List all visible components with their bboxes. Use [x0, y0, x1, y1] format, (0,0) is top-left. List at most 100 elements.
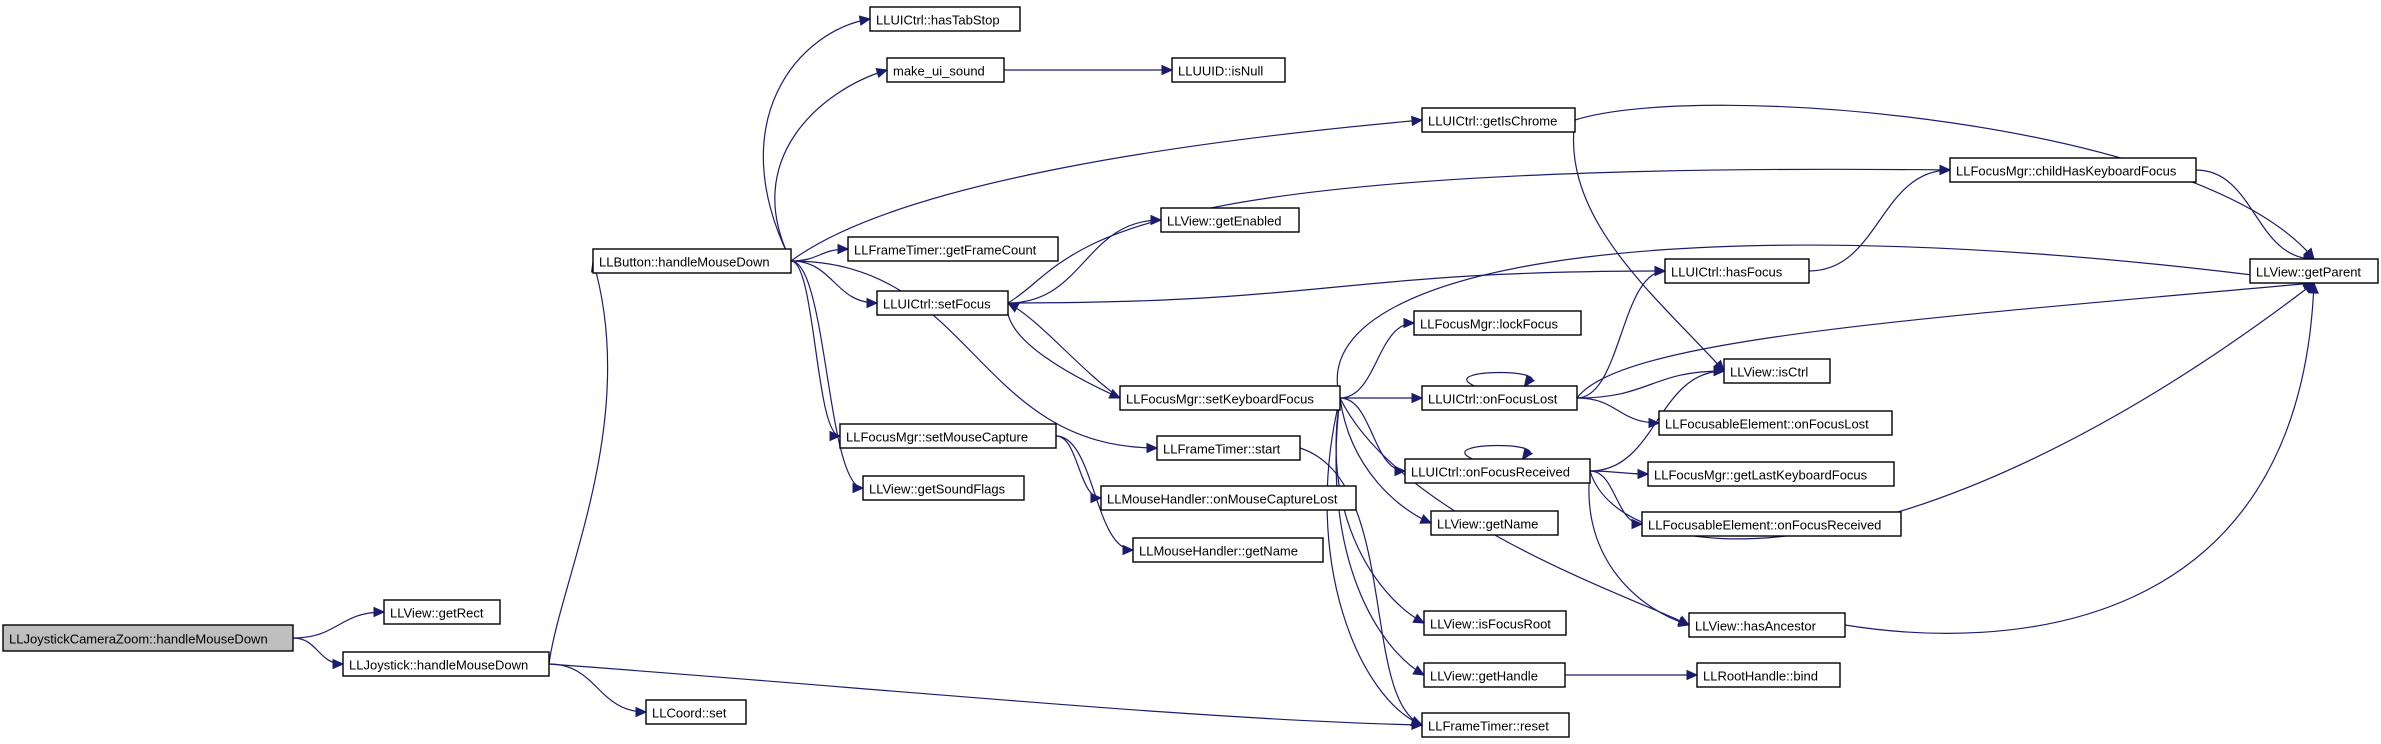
- node-label: LLView::hasAncestor: [1695, 619, 1817, 634]
- node-box: [383, 599, 501, 625]
- call-edge-buttonHMD-to-getFrameCount: [790, 243, 850, 262]
- node-getLastKF[interactable]: LLFocusMgr::getLastKeyboardFocus: [1647, 461, 1895, 487]
- node-lockFocus[interactable]: LLFocusMgr::lockFocus: [1413, 310, 1582, 336]
- call-edge-root-to-getRect: [292, 606, 386, 639]
- call-edge-onFocusLost-to-isCtrl: [1576, 365, 1726, 399]
- node-hasAncestor[interactable]: LLView::hasAncestor: [1688, 612, 1846, 638]
- node-root[interactable]: LLJoystickCameraZoom::handleMouseDown: [2, 624, 294, 652]
- edge-line: [1299, 447, 1423, 726]
- edge-line: [1576, 282, 2315, 399]
- node-onMouseCaptureLost[interactable]: LLMouseHandler::onMouseCaptureLost: [1100, 485, 1357, 511]
- node-hasFocus[interactable]: LLUICtrl::hasFocus: [1664, 258, 1810, 284]
- arrowhead: [1411, 392, 1424, 404]
- node-box: [1413, 310, 1582, 336]
- node-feOnFocusReceived[interactable]: LLFocusableElement::onFocusReceived: [1641, 511, 1902, 537]
- node-box: [876, 290, 1009, 316]
- arrowhead: [1412, 613, 1426, 624]
- node-label: LLFocusMgr::childHasKeyboardFocus: [1956, 164, 2177, 179]
- node-box: [1430, 510, 1559, 536]
- node-label: LLUICtrl::onFocusLost: [1428, 392, 1558, 407]
- node-box: [1132, 537, 1324, 563]
- node-box: [342, 651, 550, 677]
- node-hasTabStop[interactable]: LLUICtrl::hasTabStop: [869, 6, 1021, 32]
- node-label: LLFocusMgr::setMouseCapture: [846, 430, 1028, 445]
- edge-line: [1339, 397, 1432, 524]
- edge-line: [790, 260, 878, 304]
- edge-line: [548, 663, 1423, 726]
- call-edge-setMouseCapture-to-mhGetName: [1055, 435, 1135, 556]
- arrowhead: [1713, 365, 1726, 377]
- call-edge-hasFocus-to-childHasKF: [1808, 164, 1952, 272]
- node-getRect[interactable]: LLView::getRect: [383, 599, 501, 625]
- call-edge-onFocusLost-to-hasFocus: [1576, 265, 1667, 399]
- node-timerReset[interactable]: LLFrameTimer::reset: [1421, 712, 1570, 738]
- node-isCtrl[interactable]: LLView::isCtrl: [1723, 358, 1831, 384]
- call-edge-onFocusReceived-to-feOnFocusReceived: [1589, 470, 1644, 530]
- node-joystickHMD[interactable]: LLJoystick::handleMouseDown: [342, 651, 550, 677]
- node-onFocusReceived[interactable]: LLUICtrl::onFocusReceived: [1404, 458, 1591, 484]
- node-setMouseCapture[interactable]: LLFocusMgr::setMouseCapture: [839, 423, 1057, 449]
- node-label: LLUICtrl::setFocus: [883, 297, 991, 312]
- node-buttonHMD[interactable]: LLButton::handleMouseDown: [592, 248, 792, 274]
- node-getIsChrome[interactable]: LLUICtrl::getIsChrome: [1421, 107, 1576, 133]
- node-box: [645, 699, 747, 725]
- node-box: [886, 57, 1005, 83]
- node-label: LLButton::handleMouseDown: [599, 255, 770, 270]
- node-label: LLCoord::set: [652, 706, 727, 721]
- call-edge-childHasKF-to-getParent: [2195, 169, 2316, 265]
- arrowhead: [2308, 281, 2319, 294]
- node-box: [1160, 207, 1300, 233]
- edge-line: [774, 69, 888, 262]
- call-edge-buttonHMD-to-hasTabStop: [762, 15, 872, 262]
- call-edge-buttonHMD-to-setMouseCapture: [790, 260, 842, 442]
- node-getEnabled[interactable]: LLView::getEnabled: [1160, 207, 1300, 233]
- node-box: [1641, 511, 1902, 537]
- node-isFocusRoot[interactable]: LLView::isFocusRoot: [1423, 610, 1567, 636]
- arrowhead: [635, 706, 648, 718]
- node-getName[interactable]: LLView::getName: [1430, 510, 1559, 536]
- node-label: LLView::getName: [1437, 517, 1538, 532]
- node-box: [1119, 385, 1341, 411]
- arrowhead: [1419, 514, 1433, 524]
- node-mhGetName[interactable]: LLMouseHandler::getName: [1132, 537, 1324, 563]
- node-getParent[interactable]: LLView::getParent: [2249, 258, 2379, 284]
- call-edge-onFocusReceived-to-isCtrl: [1589, 365, 1726, 472]
- node-label: LLFocusableElement::onFocusLost: [1665, 417, 1869, 432]
- edge-line: [1006, 302, 1121, 399]
- edge-line: [1574, 104, 2315, 260]
- arrowhead: [1521, 447, 1534, 460]
- node-getHandle[interactable]: LLView::getHandle: [1423, 662, 1566, 688]
- node-getFrameCount[interactable]: LLFrameTimer::getFrameCount: [847, 236, 1059, 262]
- node-label: LLJoystickCameraZoom::handleMouseDown: [9, 632, 268, 647]
- node-childHasKF[interactable]: LLFocusMgr::childHasKeyboardFocus: [1949, 157, 2197, 183]
- arrowhead: [1403, 317, 1416, 329]
- node-label: LLMouseHandler::onMouseCaptureLost: [1107, 492, 1338, 507]
- node-timerStart[interactable]: LLFrameTimer::start: [1156, 435, 1301, 461]
- node-coordSet[interactable]: LLCoord::set: [645, 699, 747, 725]
- node-onFocusLost[interactable]: LLUICtrl::onFocusLost: [1421, 385, 1578, 411]
- edge-line: [1588, 470, 1690, 626]
- node-getSoundFlags[interactable]: LLView::getSoundFlags: [862, 475, 1025, 501]
- node-label: LLUICtrl::getIsChrome: [1428, 114, 1557, 129]
- arrowhead: [1631, 518, 1644, 530]
- edge-line: [1466, 371, 1533, 387]
- node-label: LLFocusMgr::getLastKeyboardFocus: [1654, 468, 1868, 483]
- arrowhead: [1410, 716, 1424, 726]
- arrowhead: [1523, 374, 1536, 387]
- call-edge-buttonHMD-to-setFocus: [790, 260, 879, 309]
- node-makeUiSound[interactable]: make_ui_sound: [886, 57, 1005, 83]
- node-feOnFocusLost[interactable]: LLFocusableElement::onFocusLost: [1658, 410, 1893, 436]
- edge-line: [1007, 302, 1121, 399]
- node-box: [2, 624, 294, 652]
- node-setKF[interactable]: LLFocusMgr::setKeyboardFocus: [1119, 385, 1341, 411]
- node-box: [1949, 157, 2197, 183]
- node-uuidIsNull[interactable]: LLUUID::isNull: [1171, 57, 1286, 83]
- node-rhBind[interactable]: LLRootHandle::bind: [1696, 662, 1841, 688]
- edge-line: [1464, 444, 1531, 460]
- node-setFocus[interactable]: LLUICtrl::setFocus: [876, 290, 1009, 316]
- call-edge-getHandle-to-rhBind: [1564, 669, 1699, 681]
- node-box: [839, 423, 1057, 449]
- arrowhead: [1161, 64, 1174, 76]
- arrowhead: [875, 67, 889, 79]
- edge-line: [548, 260, 609, 665]
